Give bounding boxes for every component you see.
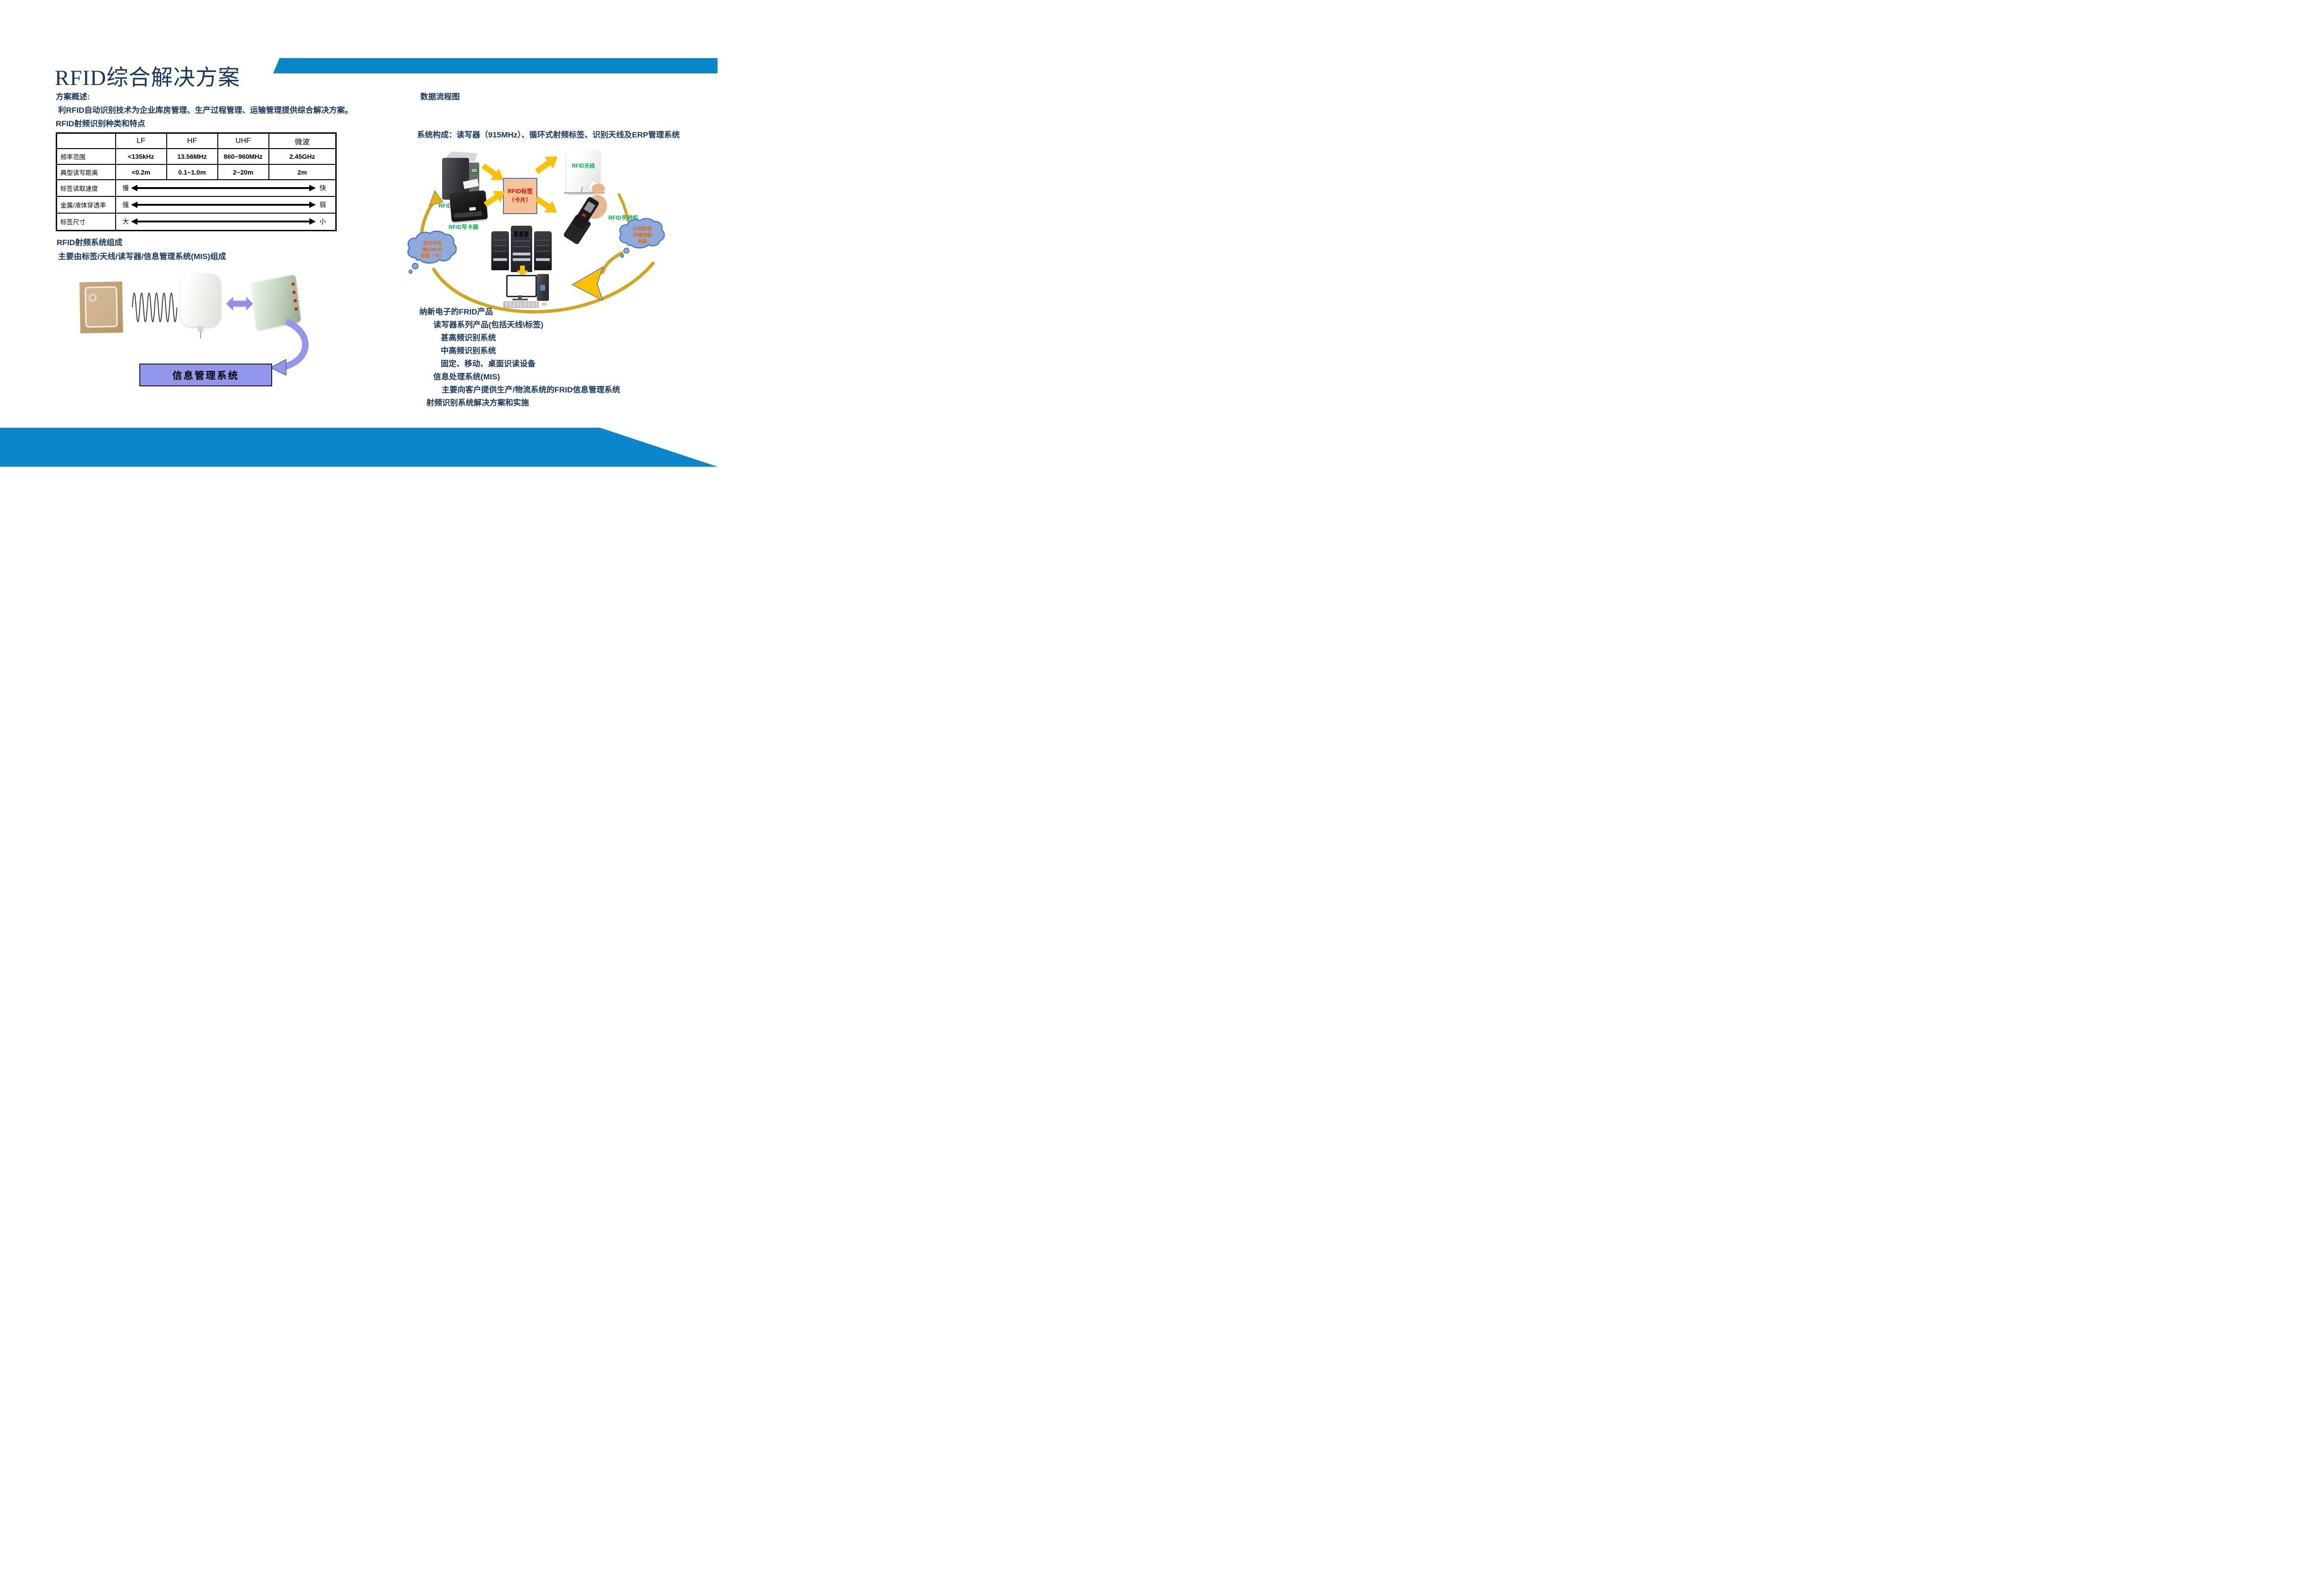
scale-right: 弱	[320, 201, 326, 208]
cloud-right-line1: 扫描数据	[633, 227, 652, 232]
scale-left: 强	[122, 201, 129, 208]
row-label: 标签读取速度	[56, 179, 116, 197]
table-row: 金属/液体穿透率 强 弱	[56, 196, 337, 214]
cell-value: 2m	[268, 164, 337, 180]
rfid-handheld-photo	[562, 191, 612, 245]
cell-value: 860~960MHz	[217, 148, 269, 165]
double-arrow-icon	[130, 202, 316, 208]
tag-box-line2: （卡片）	[508, 197, 532, 203]
cell-value: 2~20m	[217, 164, 269, 180]
flow-heading: 数据流程图	[420, 92, 460, 101]
rfid-tag-photo	[79, 281, 123, 333]
types-heading: RFID射频识别种类和特点	[56, 119, 145, 128]
double-arrow-icon	[130, 185, 316, 191]
row-label: 标签尺寸	[56, 213, 116, 231]
scale-right: 快	[320, 184, 326, 192]
arrow-tag-to-antenna-icon	[532, 150, 562, 178]
composition-text: 系统构成：读写器（915MHz）、循环式射频标签、识别天线及ERP管理系统	[417, 130, 680, 139]
cloud-right-line3: 务器	[638, 239, 647, 244]
cloud-right-line2: 传输到服	[633, 233, 652, 238]
table-row: 标签尺寸 大 小	[56, 213, 337, 231]
top-accent-bar	[273, 58, 717, 73]
double-headed-arrow-icon	[226, 297, 253, 311]
table-header-hf: HF	[166, 132, 218, 149]
table-header-empty	[56, 132, 116, 149]
list-item: 固定、移动、桌面识读设备	[441, 359, 535, 368]
cell-value: 2.45GHz	[268, 148, 337, 165]
cell-value: 13.56MHz	[166, 148, 218, 165]
big-left-arrowhead-icon	[571, 266, 604, 301]
list-item: 纳新电子的FRID产品	[419, 307, 493, 316]
rfid-card-writer-photo	[449, 190, 488, 222]
antenna-photo	[180, 273, 221, 339]
row-label: 金属/液体穿透率	[56, 196, 116, 214]
table-row: 频率范围 <135kHz 13.56MHz 860~960MHz 2.45GHz	[56, 148, 337, 165]
list-item: 射频识别系统解决方案和实施	[426, 398, 529, 407]
cell-value: <0.2m	[115, 164, 167, 180]
list-item: 主要向客户提供生产/物流系统的FRID信息管理系统	[442, 385, 620, 394]
row-label: 典型读写距离	[56, 164, 116, 180]
cloud-task-output: 发出任务 输出RFID 标签（卡）	[404, 229, 461, 277]
cloud-icon	[619, 218, 665, 258]
overview-heading: 方案概述:	[56, 92, 90, 101]
radio-wave-icon	[132, 293, 177, 322]
shelf-line	[564, 192, 605, 194]
rfid-frequency-table: LF HF UHF 微波 频率范围 <135kHz 13.56MHz 860~9…	[56, 132, 337, 231]
double-arrow-icon	[130, 218, 316, 225]
scale-left: 大	[122, 218, 129, 226]
hand-with-card-photo	[586, 179, 606, 195]
cloud-icon	[407, 230, 457, 274]
system-text: 主要由标签/天线/读写器/信息管理系统(MIS)组成	[58, 252, 226, 261]
list-item: 甚高频识别系统	[441, 333, 496, 342]
gold-flow-ribbon-icon	[420, 190, 655, 313]
curved-arrow-icon	[269, 319, 309, 376]
scale-right: 小	[320, 218, 326, 226]
antenna-label: RFID天线	[572, 163, 595, 169]
rfid-tag-card-box: RFID标签 （卡片）	[503, 178, 537, 214]
slide-canvas: RFID综合解决方案 方案概述: 利RFID自动识别技术为企业库房管理、生产过程…	[0, 0, 717, 490]
gold-up-arrowhead-icon	[429, 190, 444, 206]
cloud-scan-transfer: 扫描数据 传输到服 务器	[616, 216, 669, 261]
handheld-label: RFID手持机	[608, 215, 638, 221]
table-row: 典型读写距离 <0.2m 0.1~1.0m 2~20m 2m	[56, 164, 337, 180]
table-header-microwave: 微波	[268, 132, 337, 149]
server-rack-photo	[491, 226, 552, 273]
cell-value: 0.1~1.0m	[166, 164, 218, 180]
list-item: 信息处理系统(MIS)	[433, 372, 500, 381]
bottom-accent-band	[0, 428, 717, 467]
table-row: 标签读取速度 慢 快	[56, 179, 337, 197]
tag-box-line1: RFID标签	[507, 188, 533, 195]
cloud-left-line2: 输出RFID	[422, 247, 443, 253]
overview-text: 利RFID自动识别技术为企业库房管理、生产过程管理、运输管理提供综合解决方案。	[58, 106, 353, 115]
table-header-uhf: UHF	[217, 132, 269, 149]
system-heading: RFID射频系统组成	[57, 238, 123, 247]
cloud-left-line3: 标签（卡）	[421, 254, 444, 259]
row-label: 频率范围	[56, 148, 116, 165]
cloud-left-line1: 发出任务	[423, 241, 442, 246]
writer-label: RFID写卡器	[449, 224, 478, 230]
desktop-computer-photo	[502, 274, 554, 308]
products-list: 纳新电子的FRID产品 读写器系列产品(包括天线\标签) 甚高频识别系统 中高频…	[419, 306, 717, 410]
list-item: 中高频识别系统	[441, 346, 496, 355]
table-header-row: LF HF UHF 微波	[56, 132, 337, 149]
cell-value: <135kHz	[115, 148, 167, 165]
list-item: 读写器系列产品(包括天线\标签)	[433, 320, 544, 329]
page-title: RFID综合解决方案	[55, 66, 241, 90]
mis-box: 信息管理系统	[139, 364, 272, 386]
table-header-lf: LF	[115, 132, 167, 149]
scale-left: 慢	[122, 184, 129, 192]
